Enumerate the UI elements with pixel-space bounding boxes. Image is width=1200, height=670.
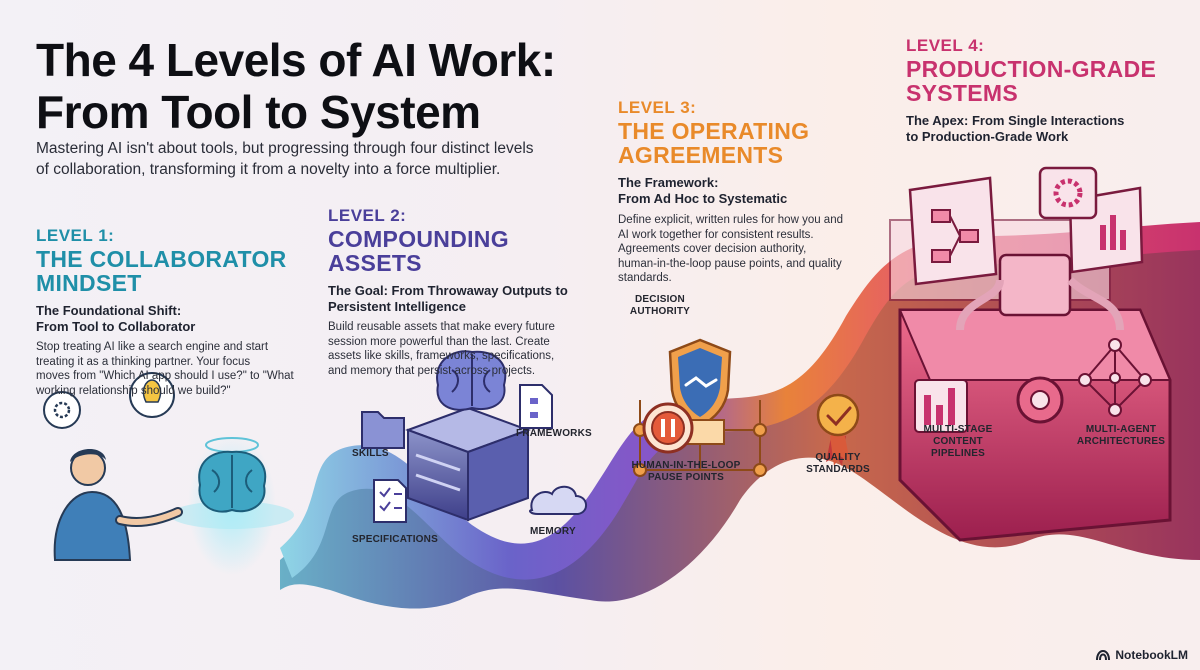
level-1-name-line-1: THE COLLABORATOR <box>36 246 287 272</box>
tag-quality-standards: QUALITY STANDARDS <box>802 452 874 476</box>
tag-pipelines-line-1: MULTI-STAGE <box>923 424 993 435</box>
level-4-subtitle-line-2: to Production-Grade Work <box>906 129 1069 144</box>
tag-decision-line-2: AUTHORITY <box>629 306 691 317</box>
brand-logo: NotebookLM <box>1096 648 1188 662</box>
tag-human-in-the-loop: HUMAN-IN-THE-LOOP PAUSE POINTS <box>622 460 750 484</box>
tag-frameworks: FRAMEWORKS <box>516 428 592 439</box>
brand-name: NotebookLM <box>1115 648 1188 662</box>
level-1-subtitle-line-2: From Tool to Collaborator <box>36 319 196 334</box>
level-2-block: LEVEL 2: COMPOUNDING ASSETS The Goal: Fr… <box>328 206 598 378</box>
page-title: The 4 Levels of AI Work: From Tool to Sy… <box>36 34 556 138</box>
tag-decision-line-1: DECISION <box>635 294 685 305</box>
tag-memory: MEMORY <box>530 526 576 537</box>
level-2-body-line-4: and memory that persist across projects. <box>328 364 536 377</box>
tag-specifications: SPECIFICATIONS <box>352 534 438 545</box>
tag-skills: SKILLS <box>352 448 389 459</box>
assets-illustration <box>361 350 587 523</box>
collaborator-illustration <box>43 372 294 575</box>
level-4-block: LEVEL 4: PRODUCTION-GRADE SYSTEMS The Ap… <box>906 36 1186 145</box>
systems-illustration <box>889 166 1172 542</box>
level-4-name-line-1: PRODUCTION-GRADE <box>906 56 1157 82</box>
level-2-body-line-1: Build reusable assets that make every fu… <box>328 321 555 333</box>
level-4-subtitle-line-1: The Apex: From Single Interactions <box>906 113 1125 128</box>
tag-agents-line-1: MULTI-AGENT <box>1085 424 1157 435</box>
level-3-body-line-4: human-in-the-loop pause points, and qual… <box>618 257 842 270</box>
level-3-subtitle-line-1: The Framework: <box>618 175 719 190</box>
level-2-body-line-3: assets like skills, frameworks, specific… <box>328 350 555 362</box>
level-3-body-line-3: Agreements cover decision authority, <box>618 243 807 255</box>
tag-hitl-line-1: HUMAN-IN-THE-LOOP <box>631 460 741 471</box>
level-3-body-line-1: Define explicit, written rules for how y… <box>618 214 843 226</box>
tag-quality-line-1: QUALITY <box>815 452 861 463</box>
level-1-body-line-4: working relationship should we build?" <box>36 384 231 397</box>
level-1-body-line-3: moves from "Which AI app should I use?" … <box>36 370 294 382</box>
level-3-label: LEVEL 3: <box>618 98 697 117</box>
level-3-name-line-1: THE OPERATING <box>618 118 810 144</box>
tag-hitl-line-2: PAUSE POINTS <box>647 472 725 483</box>
level-3-body-line-5: standards. <box>618 272 672 284</box>
level-3-subtitle-line-2: From Ad Hoc to Systematic <box>618 191 788 206</box>
tag-multi-agent-architectures: MULTI-AGENT ARCHITECTURES <box>1066 424 1176 448</box>
level-3-block: LEVEL 3: THE OPERATING AGREEMENTS The Fr… <box>618 98 878 286</box>
level-3-body-line-2: AI work together for consistent results. <box>618 228 814 241</box>
tag-pipelines-line-3: PIPELINES <box>930 448 986 459</box>
tag-pipelines-line-2: CONTENT <box>933 436 983 447</box>
tag-agents-line-2: ARCHITECTURES <box>1076 436 1166 447</box>
level-1-block: LEVEL 1: THE COLLABORATOR MINDSET The Fo… <box>36 226 326 398</box>
agreements-illustration <box>633 338 860 477</box>
pathway-surface <box>280 222 1200 580</box>
level-4-name-line-2: SYSTEMS <box>906 80 1019 106</box>
title-line-1: The 4 Levels of AI Work: <box>36 34 556 86</box>
title-line-2: From Tool to System <box>36 86 481 138</box>
level-2-name-line-1: COMPOUNDING ASSETS <box>328 226 509 276</box>
intro-line-1: Mastering AI isn't about tools, but prog… <box>36 140 534 157</box>
tag-multi-stage-pipelines: MULTI-STAGE CONTENT PIPELINES <box>918 424 998 460</box>
notebooklm-icon <box>1096 649 1111 661</box>
level-2-body-line-2: session more powerful than the last. Cre… <box>328 335 550 348</box>
level-3-name-line-2: AGREEMENTS <box>618 142 784 168</box>
level-4-label: LEVEL 4: <box>906 36 985 55</box>
level-1-name-line-2: MINDSET <box>36 270 142 296</box>
level-1-body-line-2: treating it as a thinking partner. Your … <box>36 355 251 368</box>
level-1-label: LEVEL 1: <box>36 226 115 245</box>
level-1-body-line-1: Stop treating AI like a search engine an… <box>36 341 269 353</box>
level-1-subtitle-line-1: The Foundational Shift: <box>36 303 182 318</box>
tag-quality-line-2: STANDARDS <box>806 464 870 475</box>
level-2-subtitle-line-1: The Goal: From Throwaway Outputs to <box>328 283 568 298</box>
level-2-label: LEVEL 2: <box>328 206 407 225</box>
tag-decision-authority: DECISION AUTHORITY <box>624 294 696 318</box>
level-2-subtitle-line-2: Persistent Intelligence <box>328 299 466 314</box>
intro-text: Mastering AI isn't about tools, but prog… <box>36 138 576 180</box>
intro-line-2: of collaboration, transforming it from a… <box>36 161 501 178</box>
